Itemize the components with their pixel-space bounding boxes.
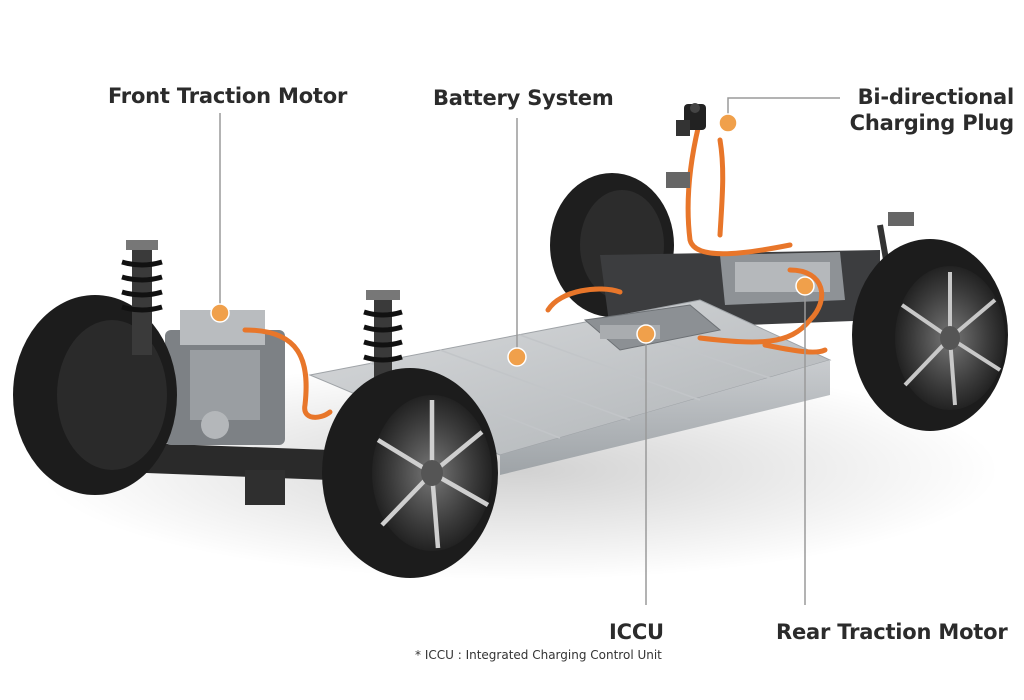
callout-markers — [210, 113, 815, 367]
marker-front-motor — [210, 303, 230, 323]
label-iccu: ICCU — [609, 620, 664, 644]
label-rear-traction-motor: Rear Traction Motor — [776, 620, 1008, 644]
label-charging-plug-line1: Bi-directional — [857, 85, 1015, 109]
charging-plug — [666, 103, 706, 188]
footnote-iccu: * ICCU : Integrated Charging Control Uni… — [415, 648, 662, 662]
marker-rear-motor — [795, 276, 815, 296]
hv-cables — [242, 117, 828, 420]
label-charging-plug: Bi-directional Charging Plug — [844, 84, 1015, 136]
front-right-strut — [363, 290, 403, 395]
front-right-wheel — [322, 368, 498, 578]
label-front-traction-motor: Front Traction Motor — [108, 84, 348, 108]
marker-battery — [507, 347, 527, 367]
label-charging-plug-line2: Charging Plug — [849, 111, 1015, 135]
label-battery-system: Battery System — [433, 86, 614, 110]
leader-lines — [219, 97, 840, 605]
marker-iccu — [636, 324, 656, 344]
marker-charging-plug — [718, 113, 738, 133]
rear-right-wheel — [852, 239, 1008, 431]
front-left-wheel — [13, 295, 177, 495]
front-left-strut — [121, 240, 163, 355]
